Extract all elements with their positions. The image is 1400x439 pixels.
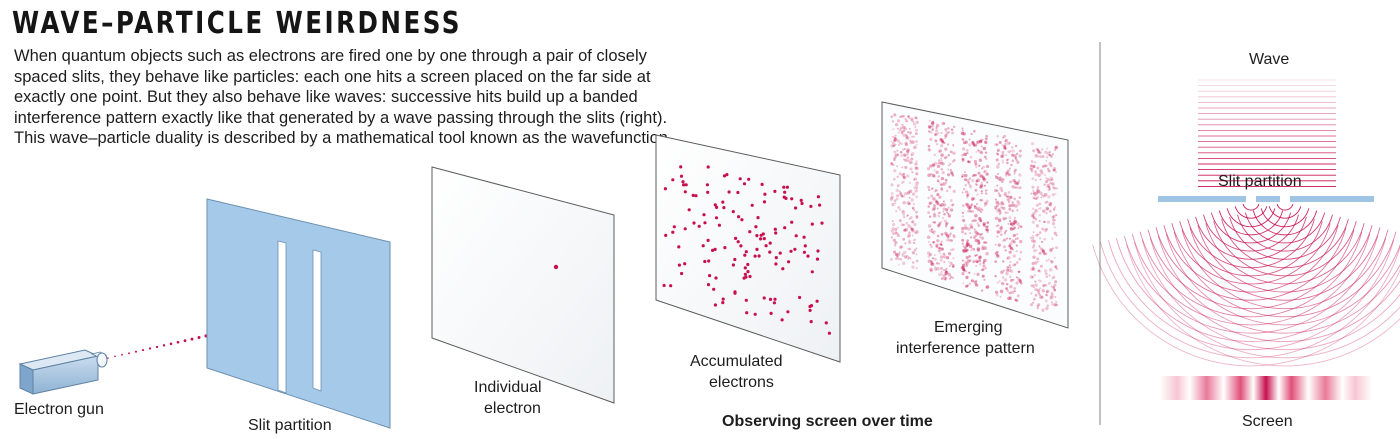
single-hit: [553, 264, 559, 270]
accumulated-hits: [662, 165, 832, 335]
slit-partition: [206, 198, 391, 429]
diffraction-waves: [1092, 203, 1400, 367]
screen-individual-electron: [431, 166, 615, 404]
label-individual-2: electron: [484, 400, 541, 417]
label-observing-screen: Observing screen over time: [722, 413, 933, 430]
label-slit-partition: Slit partition: [248, 417, 332, 434]
label-emerging-2: interference pattern: [896, 340, 1035, 357]
slit-partition-right: [1158, 196, 1374, 202]
slit-1: [277, 240, 287, 394]
label-screen: Screen: [1242, 413, 1293, 430]
electron-gun: [18, 349, 108, 395]
screen-pattern: [1160, 376, 1372, 400]
interference-bands: [889, 113, 1059, 312]
label-emerging-1: Emerging: [934, 319, 1003, 336]
slit-2: [312, 249, 322, 392]
label-wave: Wave: [1249, 51, 1290, 68]
page-title: WAVE–PARTICLE WEIRDNESS: [12, 6, 462, 41]
label-electron-gun: Electron gun: [14, 401, 104, 418]
intro-paragraph: When quantum objects such as electrons a…: [14, 47, 673, 148]
screen-emerging-pattern: [881, 101, 1069, 329]
label-accumulated-2: electrons: [709, 374, 774, 391]
label-accumulated-1: Accumulated: [690, 353, 783, 370]
label-slit-partition-right: Slit partition: [1218, 173, 1302, 190]
screen-accumulated-electrons: [655, 134, 841, 363]
plane-waves: [1198, 79, 1336, 187]
label-individual-1: Individual: [474, 379, 542, 396]
